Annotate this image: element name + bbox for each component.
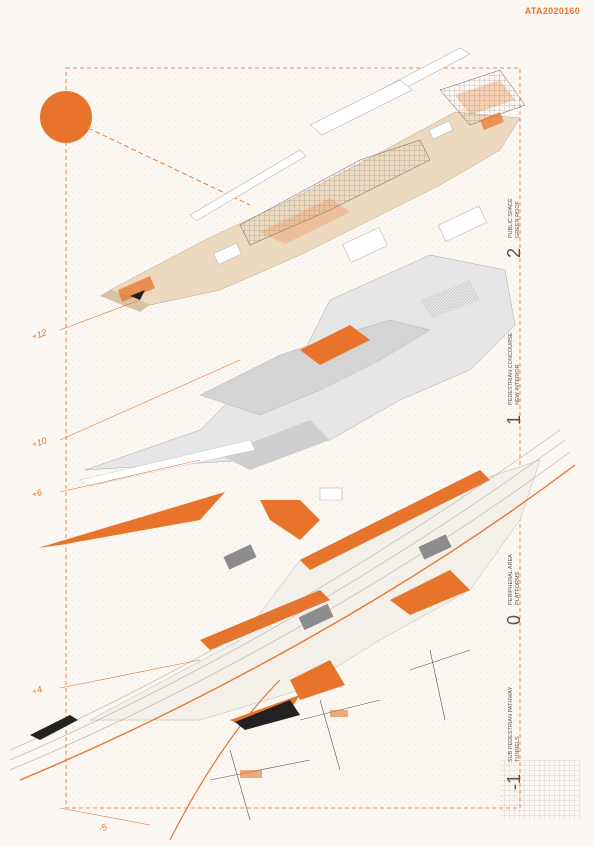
- svg-text:-1: -1: [504, 774, 524, 790]
- level-minus1-tunnels: [59, 649, 580, 826]
- svg-text:2: 2: [504, 248, 524, 258]
- level-0-platforms: [9, 429, 576, 841]
- level-label-minus1: -1 SUB PEDESTRIAN PATHWAY TUNNELS: [504, 686, 524, 790]
- level-label-1: 1 PEDESTRIAN CONCOURSE NEW INTERIOR: [504, 332, 524, 425]
- elevation-label: +12: [30, 327, 48, 342]
- svg-text:PLATFORMS: PLATFORMS: [515, 571, 521, 605]
- level-label-0: 0 PERIPHERAL AREA PLATFORMS: [504, 554, 524, 625]
- project-code: ATA2020160: [524, 6, 580, 16]
- svg-text:PUBLIC SPACE: PUBLIC SPACE: [508, 198, 514, 238]
- svg-text:1: 1: [504, 415, 524, 425]
- elevation-label: +10: [30, 435, 48, 450]
- sun-circle: [40, 91, 92, 143]
- sun-ray: [87, 127, 251, 206]
- level-2-roof: [100, 47, 526, 312]
- level-1-concourse: [59, 205, 516, 493]
- level-label-2: 2 PUBLIC SPACE GREEN ROOF: [504, 198, 524, 258]
- svg-text:NEW INTERIOR: NEW INTERIOR: [515, 364, 521, 405]
- svg-text:SUB PEDESTRIAN PATHWAY: SUB PEDESTRIAN PATHWAY: [508, 686, 514, 762]
- elevation-label: +4: [30, 684, 43, 697]
- svg-text:GREEN ROOF: GREEN ROOF: [515, 200, 521, 238]
- svg-text:0: 0: [504, 615, 524, 625]
- elevation-label: +6: [30, 487, 43, 500]
- svg-text:TUNNELS: TUNNELS: [515, 736, 521, 762]
- dashed-frame: [65, 67, 521, 809]
- elevation-label: -5: [97, 821, 109, 833]
- svg-text:PERIPHERAL AREA: PERIPHERAL AREA: [508, 554, 514, 605]
- svg-text:PEDESTRIAN CONCOURSE: PEDESTRIAN CONCOURSE: [508, 332, 514, 405]
